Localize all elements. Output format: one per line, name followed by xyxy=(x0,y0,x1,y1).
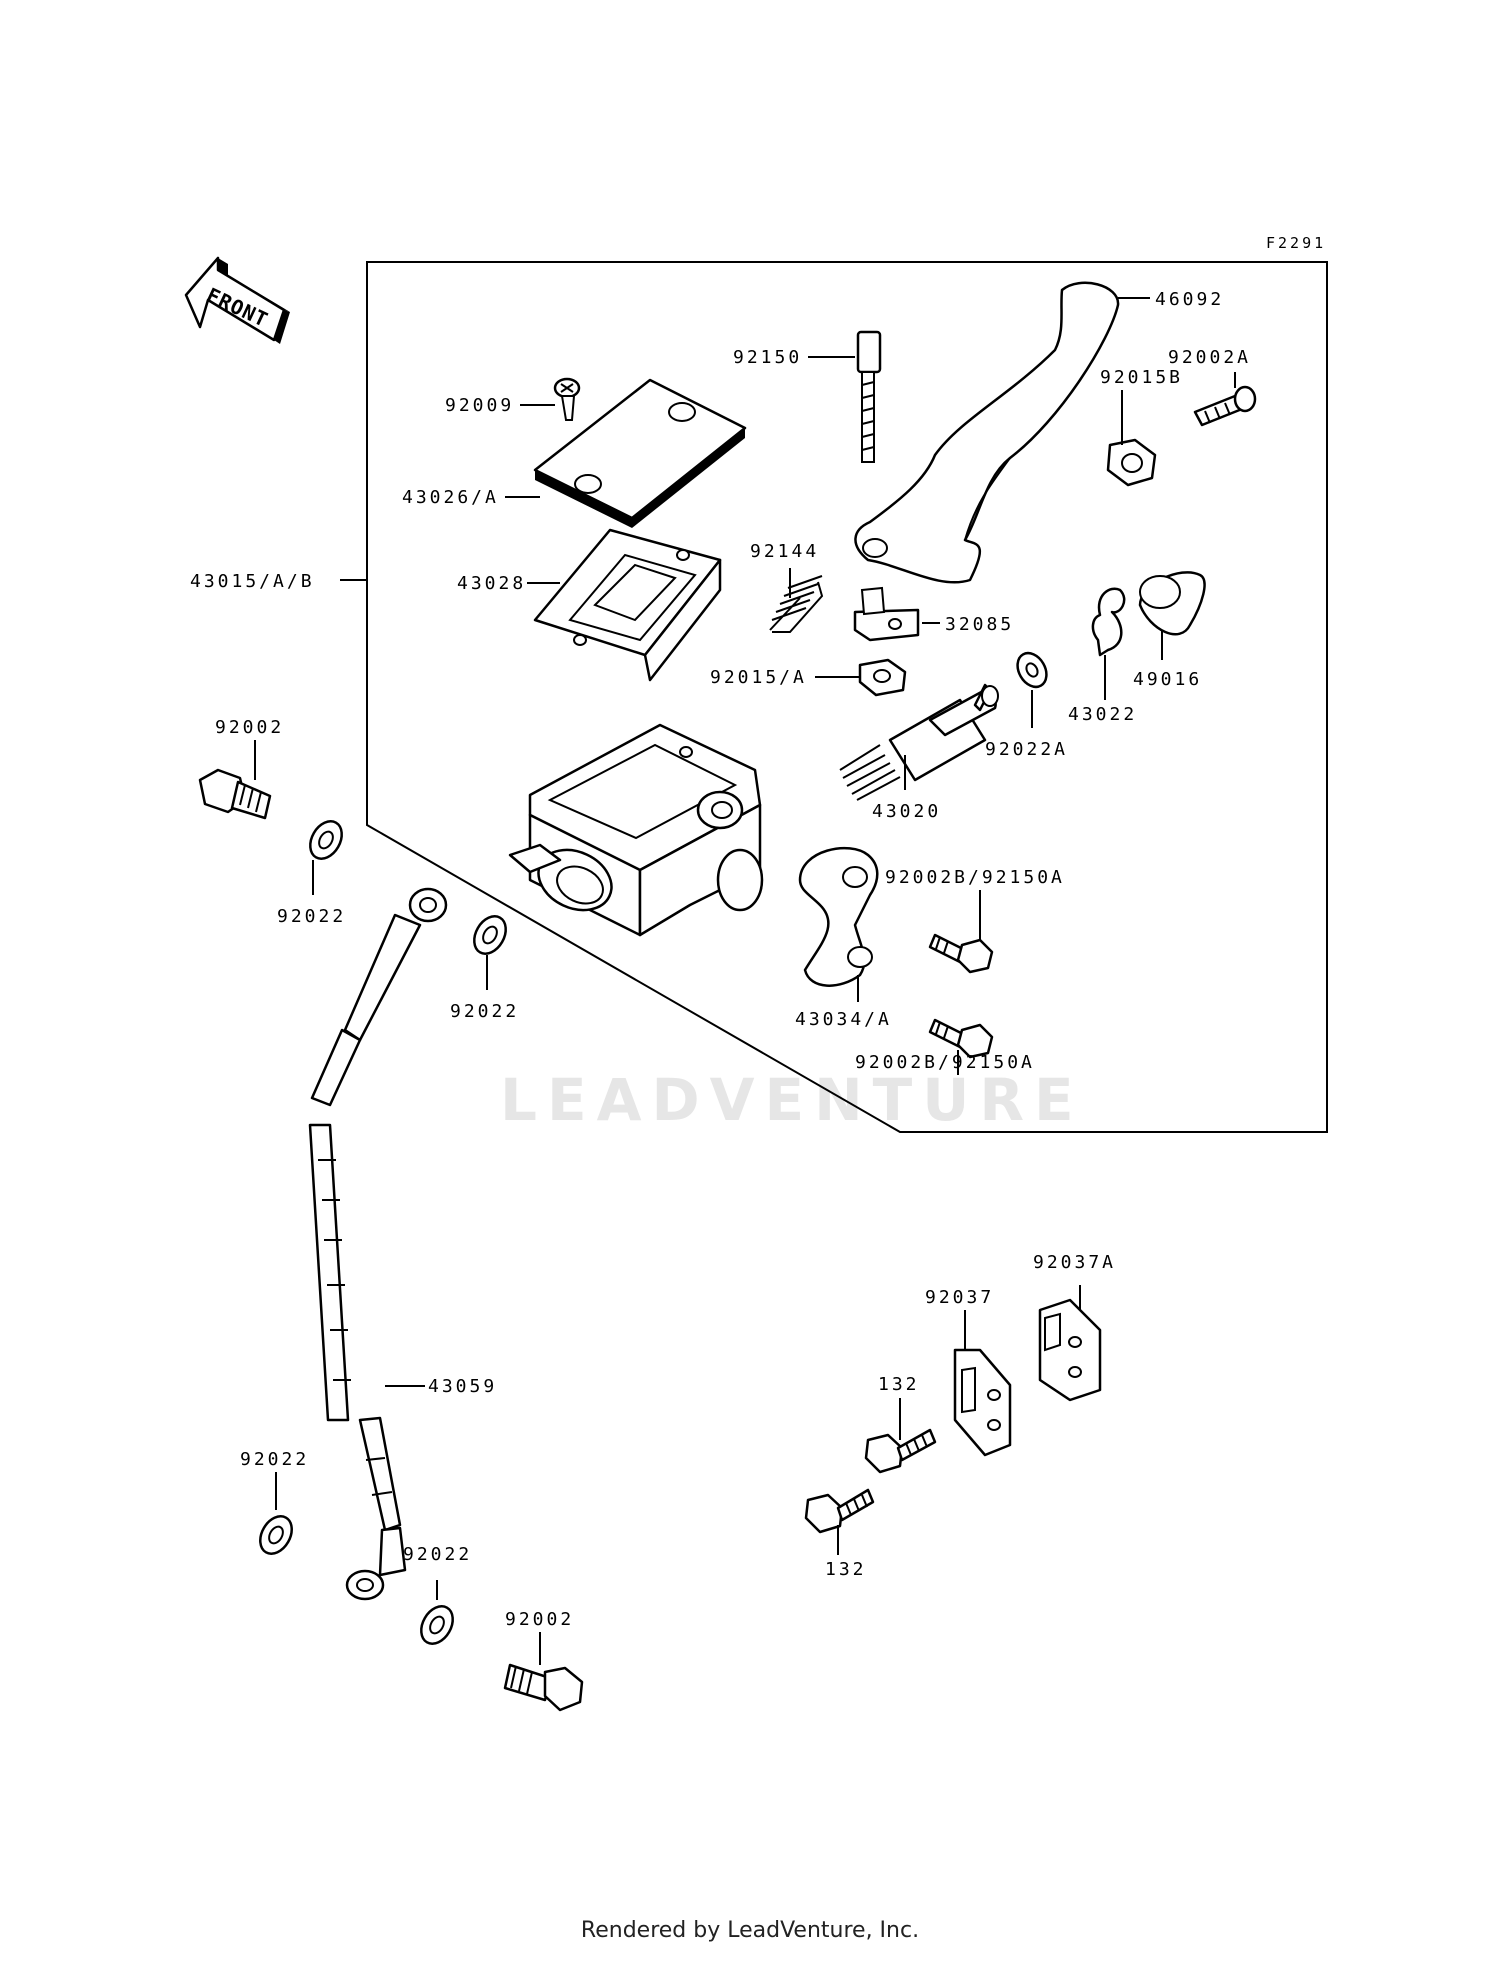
label-92002A: 92002A xyxy=(1168,347,1251,368)
bracket-bolt-1-part xyxy=(864,1428,937,1474)
adjuster-nut-part xyxy=(858,658,907,697)
hose-bracket-a-part xyxy=(1038,1298,1102,1402)
banjo-bolt-bottom-part xyxy=(503,1663,584,1712)
label-43020: 43020 xyxy=(872,801,941,822)
washer-1-part xyxy=(309,820,343,860)
label-43028: 43028 xyxy=(457,573,526,594)
label-43059: 43059 xyxy=(428,1376,497,1397)
bracket-bolt-2-part xyxy=(804,1488,875,1534)
brake-lever-part xyxy=(854,281,1120,584)
front-arrow-icon: FRONT xyxy=(184,256,290,344)
clamp-bolt-2-part xyxy=(928,1018,994,1059)
pivot-bolt-part xyxy=(1193,385,1257,427)
switch-bracket-part xyxy=(853,586,920,642)
assembly-outline xyxy=(366,261,1328,1133)
label-132-2: 132 xyxy=(825,1559,867,1580)
hose-bracket-part xyxy=(953,1348,1012,1457)
label-92022-3: 92022 xyxy=(240,1449,309,1470)
label-92022A: 92022A xyxy=(985,739,1068,760)
dust-cover-part xyxy=(1138,571,1206,636)
label-49016: 49016 xyxy=(1133,669,1202,690)
washer-4-part xyxy=(420,1605,454,1645)
label-92002B-92150A-2: 92002B/92150A xyxy=(855,1052,1035,1073)
piston-assembly-part xyxy=(839,683,999,801)
lever-nut-part xyxy=(1106,438,1157,487)
label-43034A: 43034/A xyxy=(795,1009,892,1030)
label-92002B-92150A-1: 92002B/92150A xyxy=(885,867,1065,888)
label-92144: 92144 xyxy=(750,541,819,562)
label-43015AB: 43015/A/B xyxy=(190,571,315,592)
brake-hose-part xyxy=(308,887,448,1601)
figure-code: F2291 xyxy=(1266,234,1326,252)
adjuster-spring-part xyxy=(769,575,824,633)
adjuster-bolt-part xyxy=(856,330,882,463)
label-92015B: 92015B xyxy=(1100,367,1183,388)
part-labels: 46092 92150 92002A 92015B 92009 43026/A … xyxy=(190,289,1251,1630)
label-92037: 92037 xyxy=(925,1287,994,1308)
footer-credit: Rendered by LeadVenture, Inc. xyxy=(580,1918,920,1943)
washer-3-part xyxy=(259,1515,293,1555)
master-cylinder-body-part xyxy=(508,723,764,937)
leader-lines xyxy=(254,297,1236,1665)
label-92022-4: 92022 xyxy=(403,1544,472,1565)
label-92002-bottom: 92002 xyxy=(505,1609,574,1630)
label-92037A: 92037A xyxy=(1033,1252,1116,1273)
reservoir-cover-part xyxy=(533,378,747,528)
label-43022: 43022 xyxy=(1068,704,1137,725)
label-43026A: 43026/A xyxy=(402,487,499,508)
handlebar-clamp-part xyxy=(798,846,879,987)
circlip-part xyxy=(1091,587,1126,657)
diaphragm-part xyxy=(533,528,722,682)
label-46092: 46092 xyxy=(1155,289,1224,310)
washer-2-part xyxy=(473,915,507,955)
label-92002-top: 92002 xyxy=(215,717,284,738)
label-92015A: 92015/A xyxy=(710,667,807,688)
clamp-bolt-1-part xyxy=(928,933,994,974)
label-92022-2: 92022 xyxy=(450,1001,519,1022)
label-32085: 32085 xyxy=(945,614,1014,635)
piston-washer-part xyxy=(1016,651,1048,689)
label-92150: 92150 xyxy=(733,347,802,368)
label-132-1: 132 xyxy=(878,1374,920,1395)
watermark-text: LEADVENTURE xyxy=(500,1066,1084,1134)
label-92022-1: 92022 xyxy=(277,906,346,927)
banjo-bolt-top-part xyxy=(198,768,272,820)
label-92009: 92009 xyxy=(445,395,514,416)
cover-screw-part xyxy=(553,377,581,421)
